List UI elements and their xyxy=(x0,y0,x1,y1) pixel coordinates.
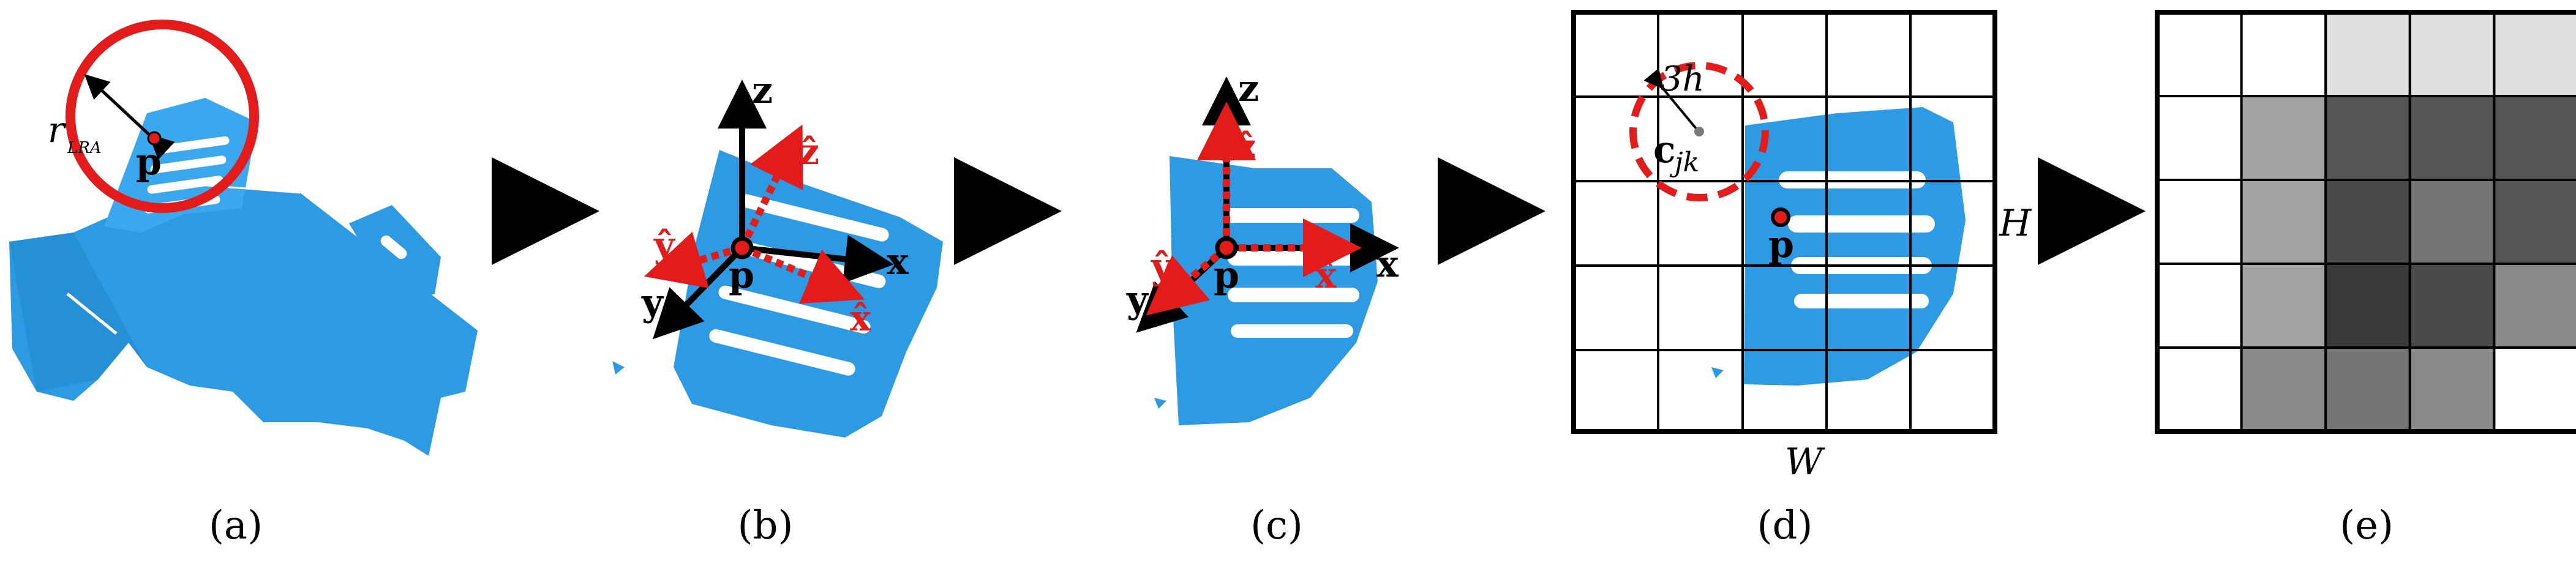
caption-a: (a) xyxy=(209,503,263,548)
grid-cell xyxy=(2493,346,2576,433)
label-y-hat: ŷ xyxy=(1151,245,1173,287)
cell-radius-arrow xyxy=(1643,68,1697,130)
grid-cell xyxy=(2493,95,2576,181)
shaded-grid xyxy=(2156,11,2576,433)
scene-edge xyxy=(183,182,301,194)
panel-e: (e) xyxy=(2155,10,2576,548)
grid-cell xyxy=(2240,346,2327,433)
grid-cell xyxy=(2156,346,2243,433)
keypoint xyxy=(147,131,162,146)
label-x-hat: x̂ xyxy=(1315,255,1337,296)
support-circle xyxy=(66,20,259,213)
grid-border xyxy=(2155,10,2576,434)
scene-object-handle xyxy=(349,205,441,306)
label-x: x xyxy=(887,240,909,283)
keypoint xyxy=(1771,207,1790,227)
grid-cell xyxy=(2408,95,2496,181)
local-surface xyxy=(674,150,943,438)
grid-cell xyxy=(2408,11,2496,97)
label-z-hat: ẑ xyxy=(799,131,819,173)
point-label: p xyxy=(729,254,754,297)
lrf-axis-z xyxy=(738,124,803,250)
point-label: p xyxy=(1214,254,1239,297)
surface-fragment xyxy=(1711,367,1724,378)
caption-e: (e) xyxy=(2340,503,2394,548)
width-label: W xyxy=(1785,441,1825,483)
grid-cell xyxy=(2240,179,2327,265)
grid-cell xyxy=(2324,11,2411,97)
grid-cell xyxy=(2408,263,2496,349)
panel-c: z x y ẑ x̂ ŷ p (c) xyxy=(1126,67,1399,548)
grid-cell xyxy=(2324,346,2411,433)
caption-b: (b) xyxy=(738,503,794,548)
radius-label: 3h xyxy=(1661,59,1705,99)
surface-fragment xyxy=(1154,398,1166,409)
panel-d: 3h c jk p W H (d) xyxy=(1571,10,2032,548)
surface-fragment xyxy=(612,361,625,375)
radius-label: r xyxy=(48,109,67,151)
grid-border xyxy=(1571,10,1997,434)
label-y: y xyxy=(1126,278,1149,321)
height-label: H xyxy=(1999,202,2032,245)
panel-b: z x y ẑ x̂ ŷ p (b) xyxy=(612,69,943,548)
lrf-axis-y xyxy=(1146,245,1229,316)
lrf-axis-y xyxy=(644,231,743,288)
keypoint xyxy=(730,236,754,259)
scene-object xyxy=(9,184,478,456)
grid-cell xyxy=(2240,263,2327,349)
grid-cell xyxy=(2408,179,2496,265)
global-axis-y xyxy=(653,245,745,340)
grid-cell xyxy=(2324,179,2411,265)
grid-cell xyxy=(2240,11,2327,97)
caption-d: (d) xyxy=(1757,503,1813,548)
lrf-axis-x xyxy=(740,244,865,304)
label-z: z xyxy=(752,69,773,112)
cell-subscript: jk xyxy=(1669,147,1699,178)
grid-cell xyxy=(2156,179,2243,265)
cell-center xyxy=(1694,127,1704,136)
point-label: p xyxy=(1768,223,1794,266)
panel-a: r LRA p (a) xyxy=(9,20,478,548)
cell-support-circle xyxy=(1629,62,1769,201)
radius-subscript: LRA xyxy=(67,139,102,157)
caption-c: (c) xyxy=(1250,503,1303,548)
label-z-hat: ẑ xyxy=(1236,126,1256,168)
label-x-hat: x̂ xyxy=(850,297,871,339)
label-y-hat: ŷ xyxy=(653,224,676,266)
radius-arrow xyxy=(84,74,175,160)
grid-cell xyxy=(2408,346,2496,433)
grid-cell xyxy=(2156,263,2243,349)
cell-label: c xyxy=(1653,129,1676,171)
label-x: x xyxy=(1376,243,1399,286)
keypoint xyxy=(1215,236,1238,259)
grid-cell xyxy=(2156,95,2243,181)
scene-edge xyxy=(66,293,118,335)
grid-cell xyxy=(2240,95,2327,181)
grid-cell xyxy=(2324,95,2411,181)
grid-cell xyxy=(2493,263,2576,349)
label-z: z xyxy=(1238,67,1259,110)
point-label: p xyxy=(136,141,162,184)
grid-cell xyxy=(2493,179,2576,265)
grid-cell xyxy=(2493,11,2576,97)
grid-cell xyxy=(2156,11,2243,97)
grid-cell xyxy=(2324,263,2411,349)
scene-box-face xyxy=(9,233,147,392)
label-y: y xyxy=(641,282,664,324)
scene-slot xyxy=(380,235,407,259)
